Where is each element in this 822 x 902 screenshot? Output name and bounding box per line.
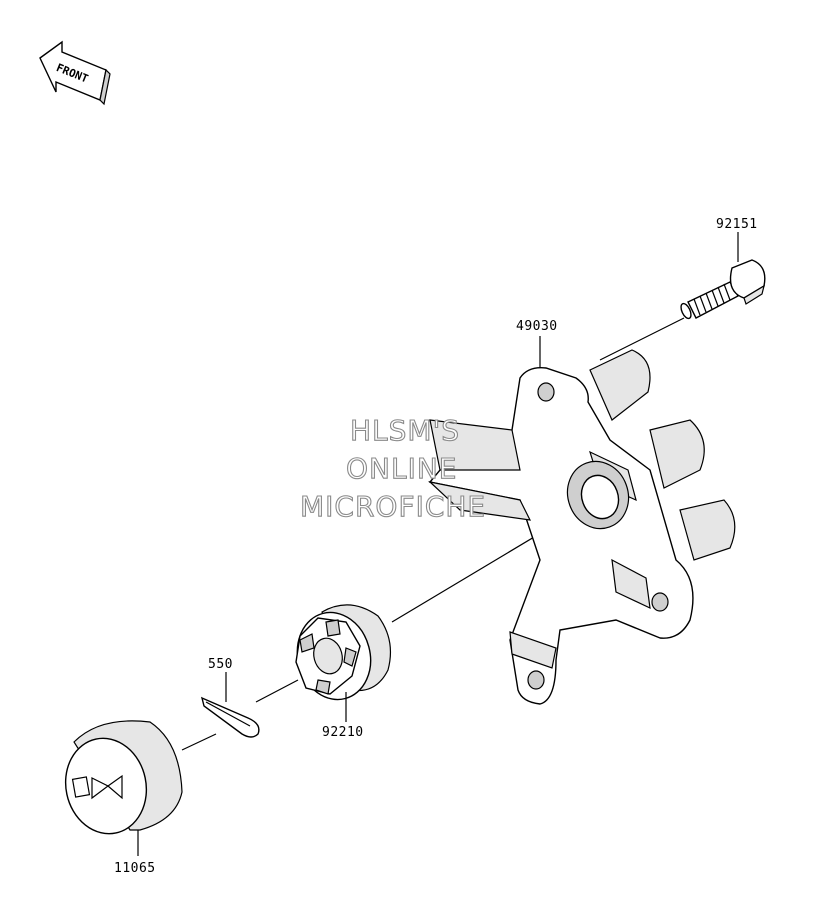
cap-part — [64, 720, 183, 835]
part-number-nut: 92210 — [322, 725, 364, 740]
part-number-cap: 11065 — [114, 861, 156, 876]
part-number-hub: 49030 — [516, 319, 558, 334]
brand-emblem-icon — [71, 774, 123, 800]
hub-part — [428, 349, 736, 705]
nut-part — [295, 604, 391, 701]
part-number-cotter-pin: 550 — [208, 657, 233, 672]
front-arrow-icon: FRONT — [39, 40, 111, 106]
part-number-bolt: 92151 — [716, 217, 758, 232]
bolt-part — [680, 259, 766, 320]
cotter-pin-part — [200, 696, 260, 738]
watermark: HLSM'S ONLINE MICROFICHE — [299, 413, 486, 523]
watermark-line-3: MICROFICHE — [300, 490, 486, 523]
part-leaders — [137, 232, 739, 856]
watermark-line-1: HLSM'S — [350, 414, 460, 447]
watermark-line-2: ONLINE — [346, 452, 457, 485]
